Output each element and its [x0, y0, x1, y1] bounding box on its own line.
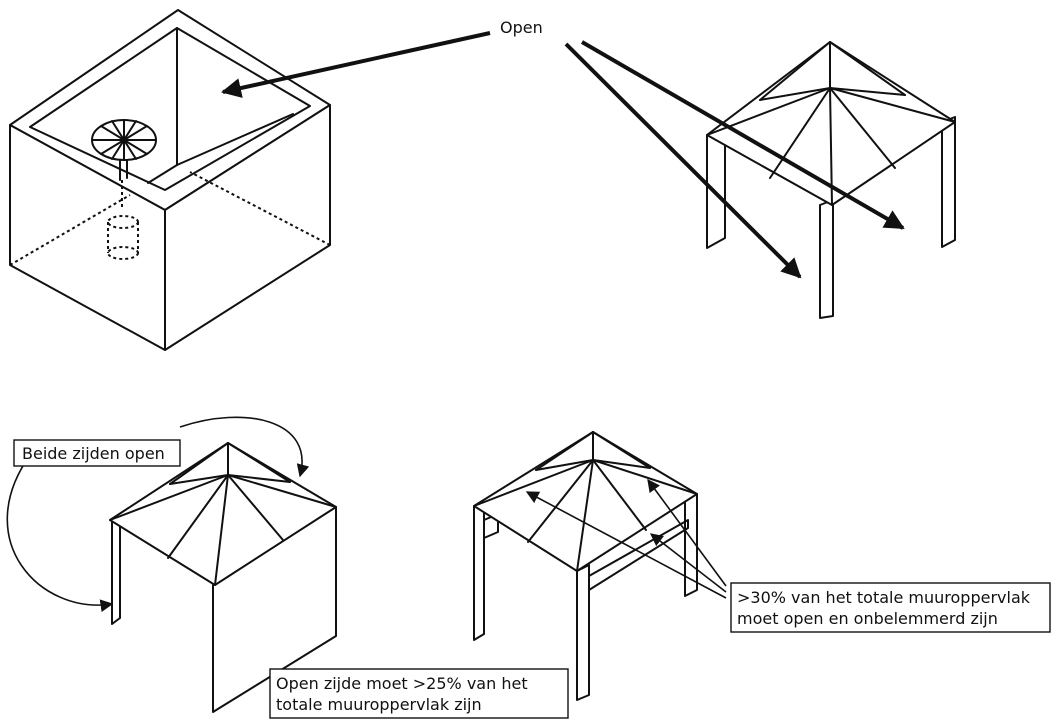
- open-arrow-right-side: [580, 40, 905, 230]
- shelter-left-wall: [111, 517, 121, 625]
- wall-area-arrow-1: [525, 491, 727, 599]
- open-side-label-box: [269, 668, 569, 719]
- open-arrow-left-side: [564, 42, 802, 279]
- umbrella-canopy: [91, 119, 157, 161]
- shelter2-left-wall: [473, 501, 485, 641]
- open-label: Open: [500, 18, 543, 37]
- pavilion-right-wall: [941, 116, 956, 248]
- both-sides-open-label-box: [13, 439, 181, 467]
- open-top-enclosure: [9, 9, 331, 351]
- pavilion-open-sides: [706, 41, 956, 319]
- wall-area-arrow-3: [649, 533, 727, 593]
- wall-area-label-box: [730, 582, 1051, 633]
- both-sides-open-label: Beide zijden open: [22, 444, 165, 463]
- shelter-both-sides-open: [109, 442, 337, 713]
- shelter2-front-wall: [576, 564, 590, 701]
- both-sides-arrow-bottom: [6, 454, 114, 613]
- wall-area-label-line1: >30% van het totale muuroppervlak: [737, 588, 1031, 607]
- both-sides-arrow-top: [179, 416, 310, 478]
- wall-area-label-line2: moet open en onbelemmerd zijn: [737, 609, 998, 628]
- open-side-label-line2: totale muuroppervlak zijn: [276, 695, 482, 714]
- pavilion-front-post: [819, 199, 834, 319]
- wall-area-arrow-2: [647, 478, 727, 587]
- open-arrow-top: [221, 31, 491, 98]
- open-side-label-line1: Open zijde moet >25% van het: [276, 674, 528, 693]
- shelter-wall-openings: [473, 431, 698, 701]
